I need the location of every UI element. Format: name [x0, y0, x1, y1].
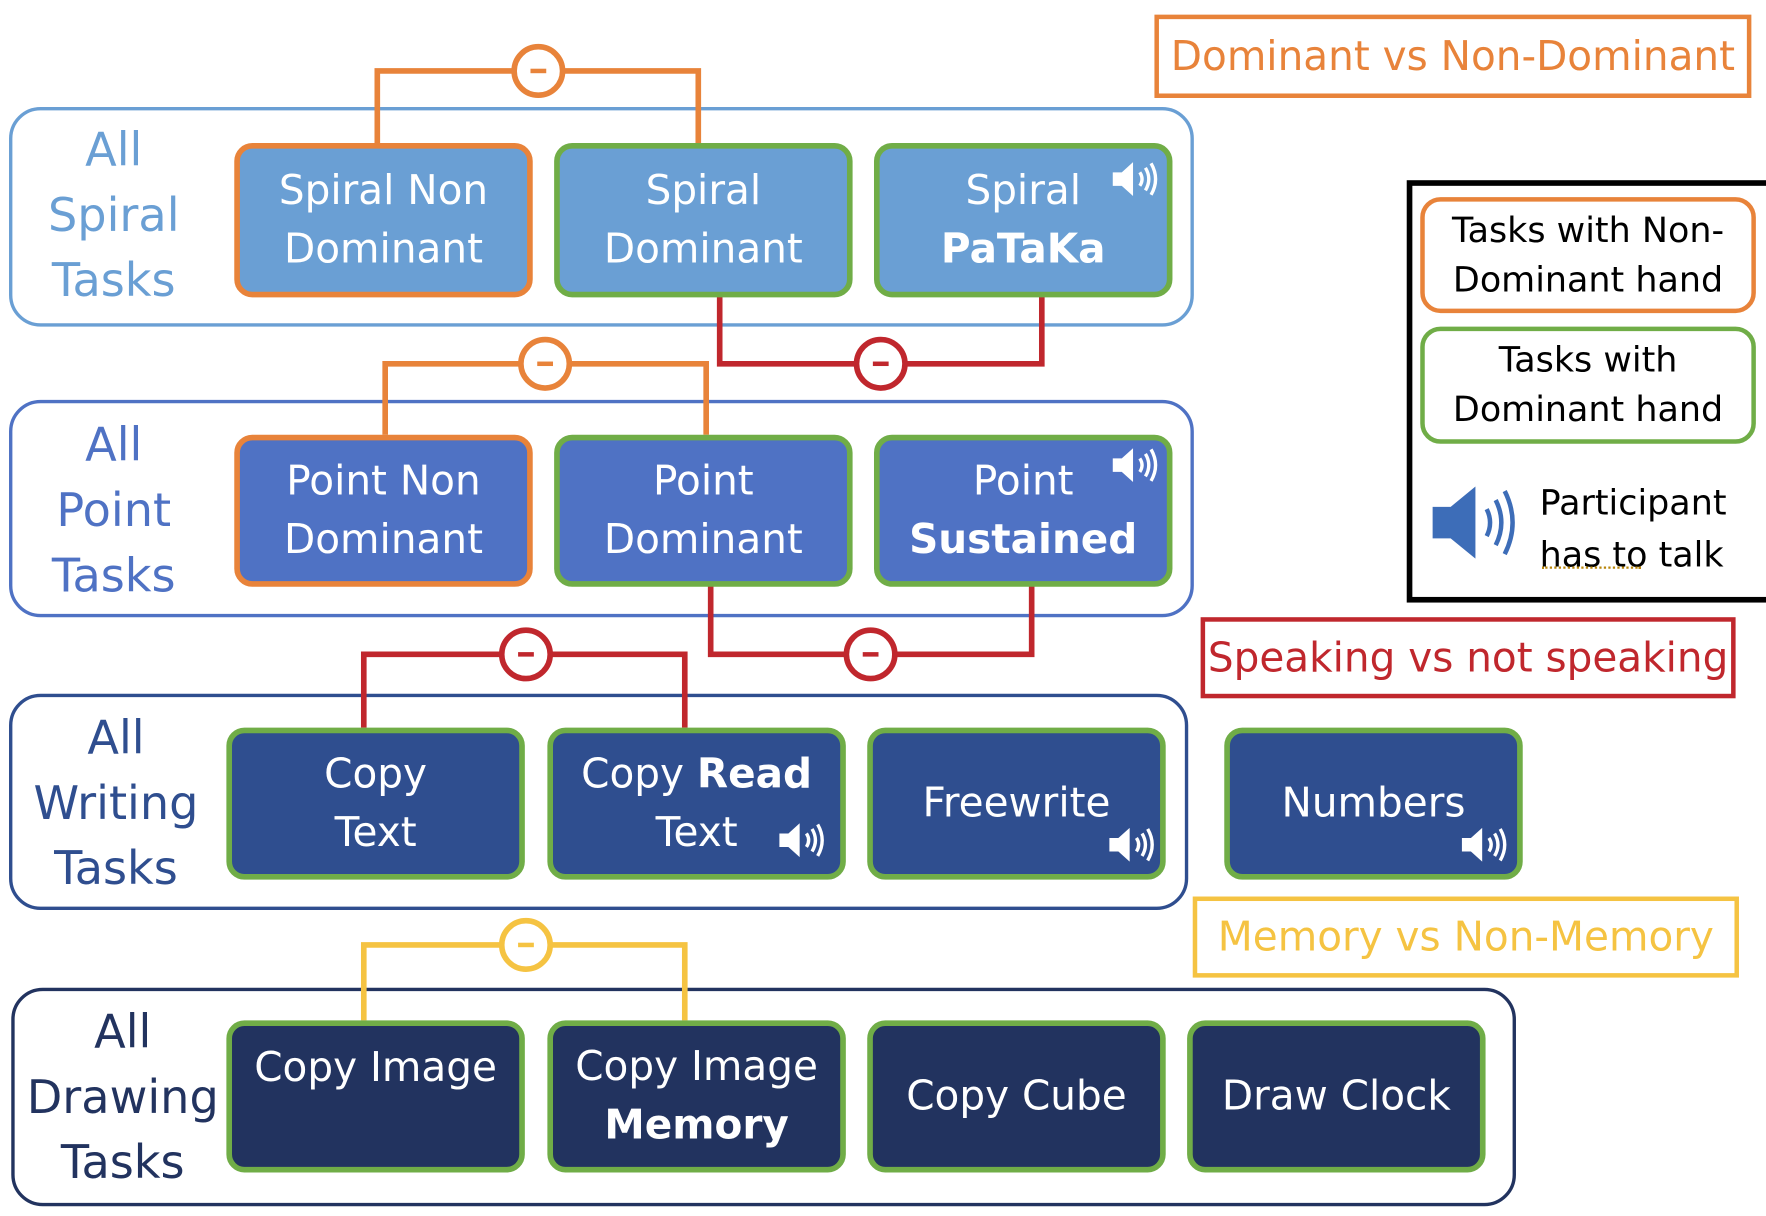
- minus-circle-icon: [498, 917, 554, 972]
- minus-circle-icon: [498, 627, 554, 682]
- comparison-label-speaking: Speaking vs not speaking: [1200, 617, 1736, 699]
- legend-item-talk: Participant has to talk: [1539, 483, 1727, 576]
- minus-circle-icon: [518, 336, 573, 391]
- speaker-icon: [779, 823, 824, 858]
- speaker-icon: [1112, 162, 1158, 196]
- speaker-icon: [1461, 827, 1507, 862]
- speaker-icon: [1432, 486, 1515, 559]
- comparison-label-memory: Memory vs Non-Memory: [1192, 896, 1739, 978]
- task-numbers: Numbers: [1224, 727, 1523, 880]
- task-copy-read-text: Copy Read Text: [547, 727, 846, 880]
- task-copy-image: Copy Image: [226, 1020, 525, 1173]
- minus-circle-icon: [853, 336, 908, 391]
- minus-circle-icon: [843, 627, 898, 682]
- spellcheck-underline: [1541, 566, 1641, 569]
- minus-circle-icon: [511, 43, 566, 98]
- task-freewrite: Freewrite: [867, 727, 1166, 880]
- legend-item-non-dominant: Tasks with Non-Dominant hand: [1420, 197, 1756, 314]
- comparison-label-dominant: Dominant vs Non-Dominant: [1154, 14, 1752, 98]
- task-draw-clock: Draw Clock: [1187, 1020, 1486, 1173]
- speaker-icon: [1109, 827, 1154, 862]
- speaker-icon: [1112, 448, 1158, 483]
- task-copy-cube: Copy Cube: [867, 1020, 1166, 1173]
